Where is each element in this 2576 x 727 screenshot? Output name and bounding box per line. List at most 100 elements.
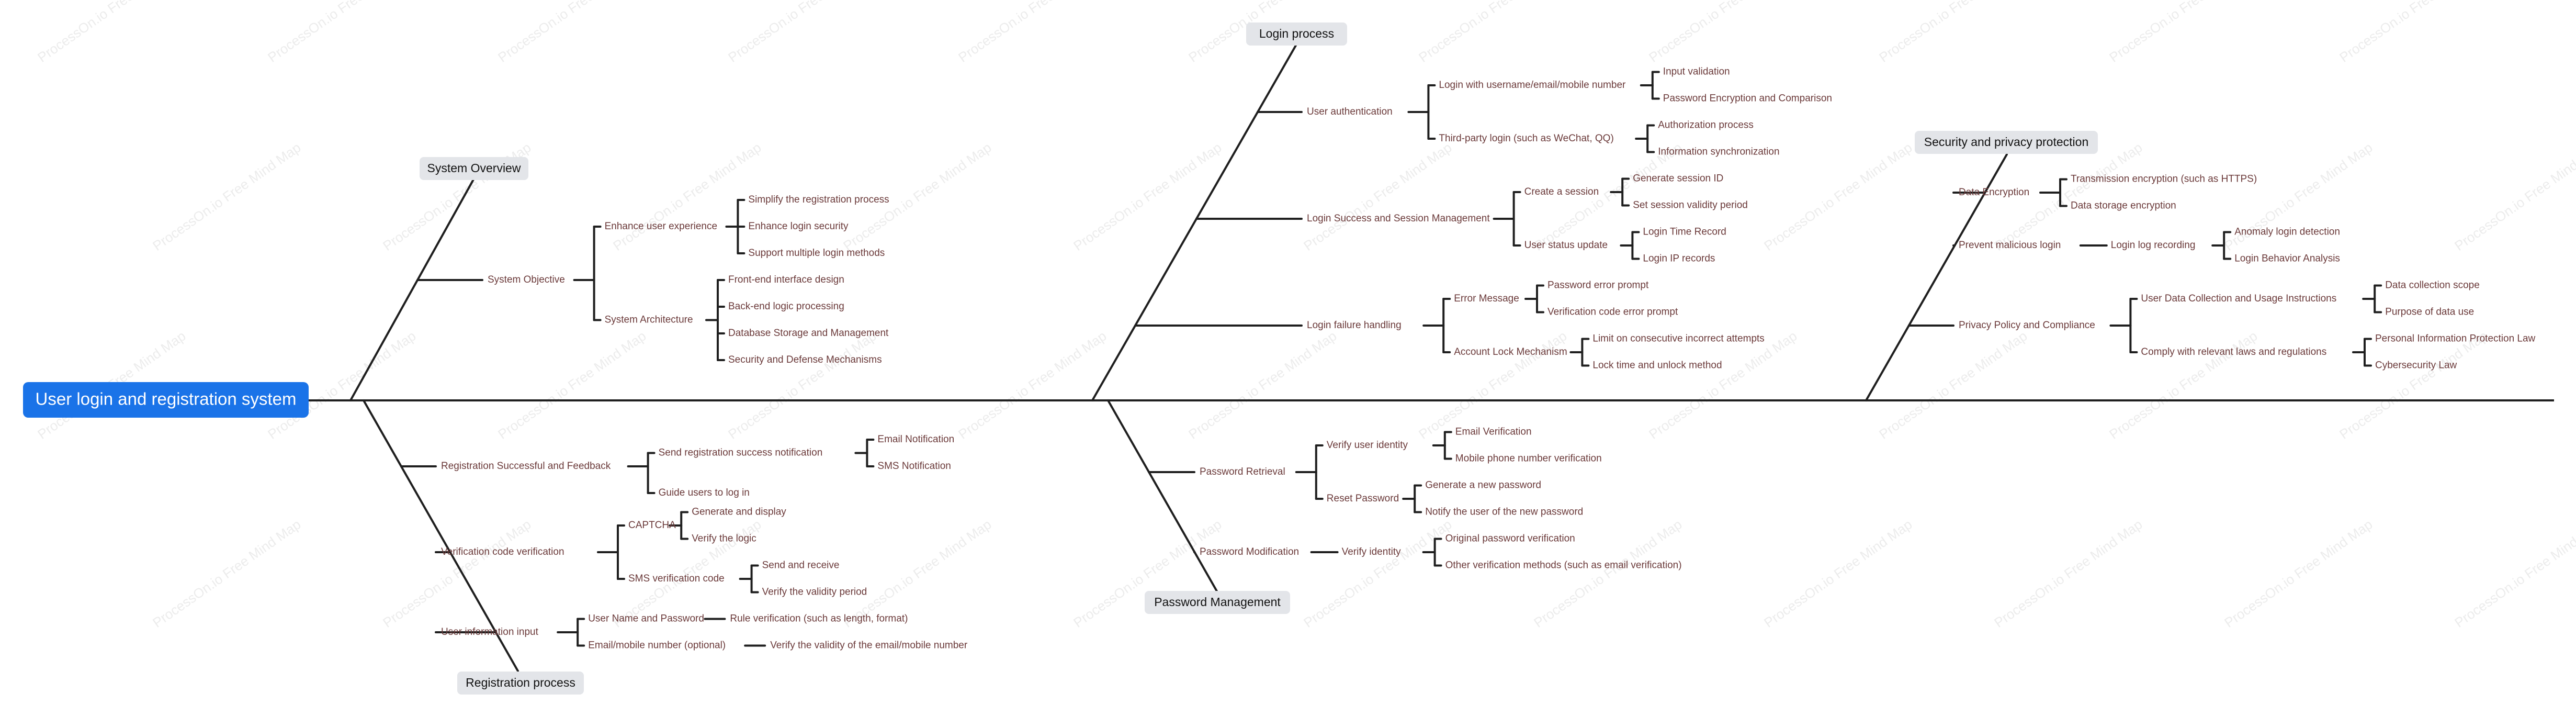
watermark-text: ProcessOn.io Free Mind Map (955, 0, 1109, 65)
registration-process-category[interactable] (457, 672, 584, 695)
third-party-login-such-as-wechat-qq-topic[interactable]: Third-party login (such as WeChat, QQ) (1439, 133, 1613, 144)
set-session-validity-period-topic[interactable]: Set session validity period (1633, 200, 1748, 211)
login-success-and-session-management-topic[interactable]: Login Success and Session Management (1307, 213, 1490, 224)
verify-the-validity-period-topic[interactable]: Verify the validity period (762, 587, 867, 598)
create-a-session-topic[interactable]: Create a session (1524, 186, 1599, 197)
login-behavior-analysis-topic[interactable]: Login Behavior Analysis (2234, 253, 2340, 264)
root-topic-label[interactable]: User login and registration system (36, 389, 297, 409)
user-status-update-topic[interactable]: User status update (1524, 240, 1608, 251)
watermark-text: ProcessOn.io Free Mind Map (1301, 516, 1454, 631)
security-privacy-category[interactable] (1915, 131, 2098, 154)
transmission-encryption-such-as-https-topic[interactable]: Transmission encryption (such as HTTPS) (2071, 174, 2257, 185)
password-retrieval-topic[interactable]: Password Retrieval (1200, 466, 1285, 477)
password-encryption-and-comparison-topic[interactable]: Password Encryption and Comparison (1663, 93, 1832, 104)
password-error-prompt-topic[interactable]: Password error prompt (1547, 280, 1649, 291)
system-overview-category-label[interactable]: System Overview (427, 161, 521, 175)
verification-code-verification-topic[interactable]: Verification code verification (441, 546, 564, 557)
password-management-bone (1107, 399, 1219, 594)
verify-the-validity-of-the-email-mobile-number-topic[interactable]: Verify the validity of the email/mobile … (770, 640, 968, 651)
prevent-malicious-login-topic[interactable]: Prevent malicious login (1959, 240, 2061, 251)
system-overview-category[interactable] (420, 157, 528, 180)
back-end-logic-processing-topic[interactable]: Back-end logic processing (728, 301, 844, 312)
front-end-interface-design-topic[interactable]: Front-end interface design (728, 274, 844, 285)
rule-verification-such-as-length-format-topic[interactable]: Rule verification (such as length, forma… (730, 613, 908, 624)
login-time-record-topic[interactable]: Login Time Record (1643, 227, 1726, 238)
watermark-text: ProcessOn.io Free Mind Map (495, 328, 649, 442)
watermark-text: ProcessOn.io Free Mind Map (1416, 328, 1569, 442)
comply-with-relevant-laws-and-regulations-topic[interactable]: Comply with relevant laws and regulation… (2141, 346, 2326, 357)
user-authentication-topic[interactable]: User authentication (1307, 106, 1393, 117)
sms-verification-code-topic[interactable]: SMS verification code (628, 573, 725, 584)
guide-users-to-log-in-topic[interactable]: Guide users to log in (659, 487, 750, 498)
anomaly-login-detection-topic[interactable]: Anomaly login detection (2234, 227, 2340, 238)
sms-notification-topic[interactable]: SMS Notification (877, 461, 951, 472)
purpose-of-data-use-topic[interactable]: Purpose of data use (2385, 307, 2474, 318)
send-and-receive-topic[interactable]: Send and receive (762, 560, 840, 571)
login-with-username-email-mobile-number-topic[interactable]: Login with username/email/mobile number (1439, 80, 1626, 91)
captcha-topic[interactable]: CAPTCHA (628, 520, 676, 531)
registration-process-bone (363, 399, 519, 672)
watermark-text: ProcessOn.io Free Mind Map (1646, 328, 1800, 442)
data-collection-scope-topic[interactable]: Data collection scope (2385, 280, 2480, 291)
database-storage-and-management-topic[interactable]: Database Storage and Management (728, 328, 889, 339)
data-storage-encryption-topic[interactable]: Data storage encryption (2071, 200, 2176, 211)
password-modification-topic[interactable]: Password Modification (1200, 546, 1299, 557)
verification-code-error-prompt-topic[interactable]: Verification code error prompt (1547, 307, 1678, 318)
user-name-and-password-topic[interactable]: User Name and Password (588, 613, 704, 624)
login-failure-handling-topic[interactable]: Login failure handling (1307, 320, 1402, 331)
user-information-input-topic[interactable]: User information input (441, 627, 539, 637)
error-message-topic[interactable]: Error Message (1454, 293, 1519, 304)
information-synchronization-topic[interactable]: Information synchronization (1658, 147, 1779, 158)
security-and-defense-mechanisms-topic[interactable]: Security and Defense Mechanisms (728, 354, 882, 365)
watermark-text: ProcessOn.io Free Mind Map (35, 0, 188, 65)
lock-time-and-unlock-method-topic[interactable]: Lock time and unlock method (1592, 360, 1722, 371)
verify-the-logic-topic[interactable]: Verify the logic (692, 533, 756, 544)
watermark-text: ProcessOn.io Free Mind Map (1185, 328, 1339, 442)
email-notification-topic[interactable]: Email Notification (877, 434, 954, 445)
login-process-category-label[interactable]: Login process (1259, 27, 1334, 40)
enhance-user-experience-topic[interactable]: Enhance user experience (605, 221, 717, 232)
watermark-text: ProcessOn.io Free Mind Map (2336, 0, 2490, 65)
reset-password-topic[interactable]: Reset Password (1327, 493, 1399, 504)
data-encryption-topic[interactable]: Data Encryption (1959, 187, 2029, 198)
original-password-verification-topic[interactable]: Original password verification (1445, 533, 1575, 544)
generate-and-display-topic[interactable]: Generate and display (692, 507, 786, 518)
password-management-category[interactable] (1145, 591, 1290, 614)
personal-information-protection-law-topic[interactable]: Personal Information Protection Law (2375, 333, 2536, 344)
registration-successful-and-feedback-topic[interactable]: Registration Successful and Feedback (441, 461, 611, 472)
watermark-text: ProcessOn.io Free Mind Map (380, 516, 534, 631)
security-privacy-category-label[interactable]: Security and privacy protection (1924, 135, 2089, 149)
other-verification-methods-such-as-email-verification-topic[interactable]: Other verification methods (such as emai… (1445, 560, 1682, 571)
login-log-recording-topic[interactable]: Login log recording (2111, 240, 2196, 251)
password-management-category-label[interactable]: Password Management (1154, 595, 1281, 609)
input-validation-topic[interactable]: Input validation (1663, 66, 1730, 77)
verify-user-identity-topic[interactable]: Verify user identity (1327, 440, 1408, 451)
login-process-category[interactable] (1246, 23, 1347, 46)
email-mobile-number-optional-topic[interactable]: Email/mobile number (optional) (588, 640, 726, 651)
watermark-text: ProcessOn.io Free Mind Map (2106, 328, 2260, 442)
system-objective-topic[interactable]: System Objective (488, 274, 565, 285)
registration-process-category-label[interactable]: Registration process (466, 676, 575, 689)
support-multiple-login-methods-topic[interactable]: Support multiple login methods (748, 248, 885, 259)
limit-on-consecutive-incorrect-attempts-topic[interactable]: Limit on consecutive incorrect attempts (1592, 333, 1764, 344)
send-registration-success-notification-topic[interactable]: Send registration success notification (659, 448, 823, 458)
root-topic[interactable] (23, 382, 309, 418)
notify-the-user-of-the-new-password-topic[interactable]: Notify the user of the new password (1425, 507, 1583, 518)
enhance-login-security-topic[interactable]: Enhance login security (748, 221, 849, 232)
watermark-text: ProcessOn.io Free Mind Map (610, 139, 764, 254)
email-verification-topic[interactable]: Email Verification (1455, 427, 1532, 438)
system-architecture-topic[interactable]: System Architecture (605, 315, 693, 326)
generate-a-new-password-topic[interactable]: Generate a new password (1425, 480, 1541, 491)
cybersecurity-law-topic[interactable]: Cybersecurity Law (2375, 360, 2457, 371)
mobile-phone-number-verification-topic[interactable]: Mobile phone number verification (1455, 453, 1602, 464)
authorization-process-topic[interactable]: Authorization process (1658, 120, 1754, 131)
user-data-collection-and-usage-instructions-topic[interactable]: User Data Collection and Usage Instructi… (2141, 293, 2336, 304)
account-lock-mechanism-topic[interactable]: Account Lock Mechanism (1454, 346, 1567, 357)
login-ip-records-topic[interactable]: Login IP records (1643, 253, 1715, 264)
verify-identity-topic[interactable]: Verify identity (1342, 546, 1401, 557)
generate-session-id-topic[interactable]: Generate session ID (1633, 173, 1723, 184)
privacy-policy-and-compliance-topic[interactable]: Privacy Policy and Compliance (1959, 320, 2095, 331)
security-privacy-bone (1865, 153, 2008, 401)
simplify-the-registration-process-topic[interactable]: Simplify the registration process (748, 194, 889, 205)
